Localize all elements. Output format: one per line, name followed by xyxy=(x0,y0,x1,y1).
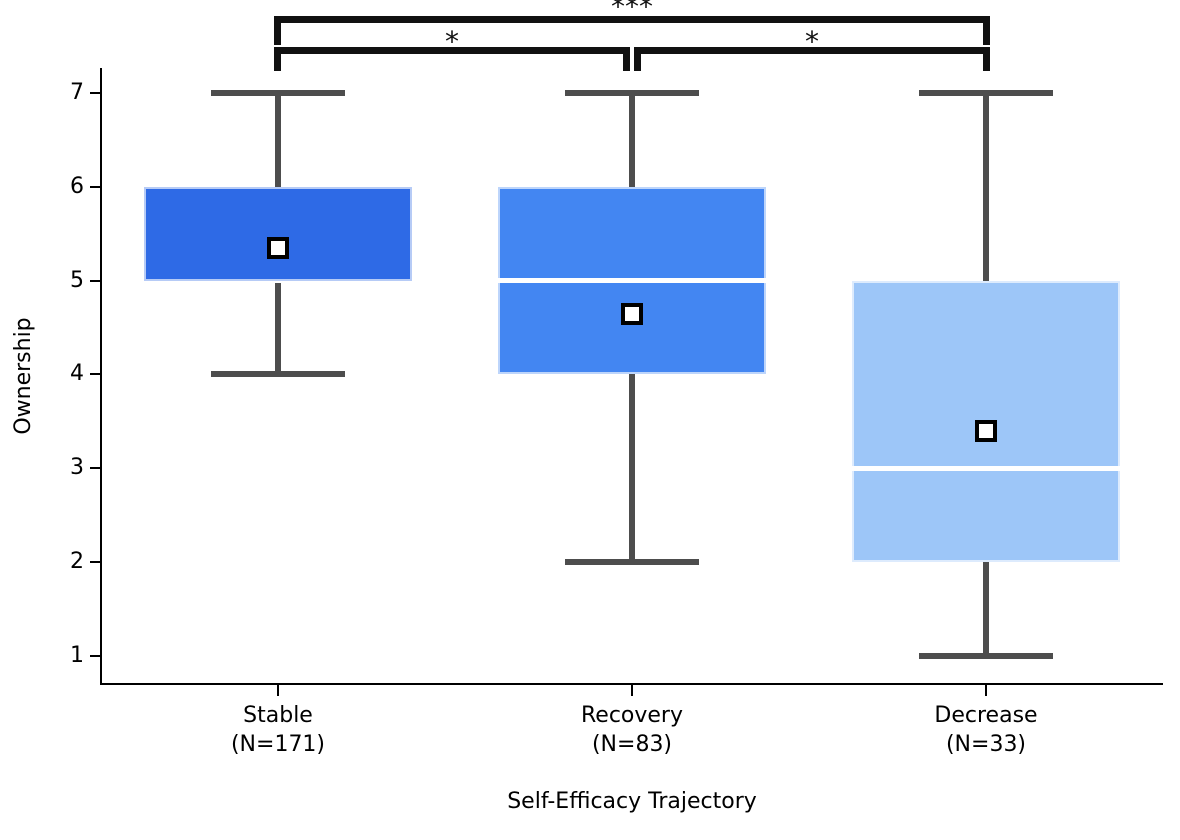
median-line-decrease xyxy=(852,465,1120,471)
whisker-upper-decrease xyxy=(983,93,989,281)
significance-label-stable-recovery: * xyxy=(445,25,459,58)
x-tick-decrease xyxy=(985,685,987,696)
x-axis-spine xyxy=(100,683,1163,685)
mean-marker-stable xyxy=(267,236,289,259)
significance-drop-left-recovery-decrease xyxy=(634,47,641,71)
y-tick-label-4: 4 xyxy=(70,361,84,387)
whisker-upper-recovery xyxy=(629,93,635,187)
y-tick-4 xyxy=(90,373,101,376)
significance-bar-stable-recovery xyxy=(274,47,630,54)
y-axis-spine xyxy=(100,68,102,685)
whisker-lower-recovery xyxy=(629,374,635,563)
y-tick-label-1: 1 xyxy=(70,642,84,668)
significance-label-recovery-decrease: * xyxy=(805,25,819,58)
y-axis-label: Ownership xyxy=(11,317,36,435)
whisker-cap-bottom-recovery xyxy=(565,559,699,566)
significance-drop-left-stable-decrease xyxy=(274,16,281,45)
significance-drop-left-stable-recovery xyxy=(274,47,281,71)
box-stable xyxy=(144,186,412,281)
whisker-cap-bottom-stable xyxy=(211,371,345,378)
x-tick-count-decrease: (N=33) xyxy=(945,732,1027,757)
y-tick-label-7: 7 xyxy=(70,80,84,105)
y-tick-2 xyxy=(90,561,101,564)
whisker-cap-top-stable xyxy=(211,90,345,96)
y-tick-3 xyxy=(90,467,101,470)
whisker-cap-top-decrease xyxy=(919,90,1053,96)
y-tick-label-3: 3 xyxy=(70,455,84,481)
x-tick-stable xyxy=(277,685,279,696)
y-tick-7 xyxy=(90,92,101,94)
significance-drop-right-stable-recovery xyxy=(623,47,630,71)
y-tick-6 xyxy=(90,185,101,188)
y-tick-label-2: 2 xyxy=(70,549,84,575)
significance-drop-right-recovery-decrease xyxy=(983,47,990,71)
y-tick-1 xyxy=(90,654,101,657)
mean-marker-recovery xyxy=(621,302,643,325)
significance-drop-right-stable-decrease xyxy=(983,16,990,45)
significance-label-stable-decrease: *** xyxy=(611,0,653,23)
x-tick-label-decrease: Decrease xyxy=(934,703,1038,728)
x-tick-label-stable: Stable xyxy=(243,703,313,728)
whisker-upper-stable xyxy=(275,93,281,187)
whisker-cap-bottom-decrease xyxy=(919,652,1053,659)
median-line-stable xyxy=(144,278,412,284)
mean-marker-decrease xyxy=(975,419,997,442)
y-tick-label-6: 6 xyxy=(70,173,84,199)
x-tick-label-recovery: Recovery xyxy=(580,703,683,728)
whisker-lower-decrease xyxy=(983,562,989,656)
x-tick-count-stable: (N=171) xyxy=(230,732,326,757)
whisker-lower-stable xyxy=(275,280,281,375)
significance-bar-stable-decrease xyxy=(274,16,990,23)
x-axis-label: Self-Efficacy Trajectory xyxy=(507,789,757,814)
y-tick-label-5: 5 xyxy=(70,267,84,293)
median-line-recovery xyxy=(498,278,766,284)
whisker-cap-top-recovery xyxy=(565,90,699,96)
significance-bar-recovery-decrease xyxy=(634,47,990,54)
x-tick-recovery xyxy=(631,685,633,696)
y-tick-5 xyxy=(90,279,101,282)
x-tick-count-recovery: (N=83) xyxy=(591,732,673,757)
